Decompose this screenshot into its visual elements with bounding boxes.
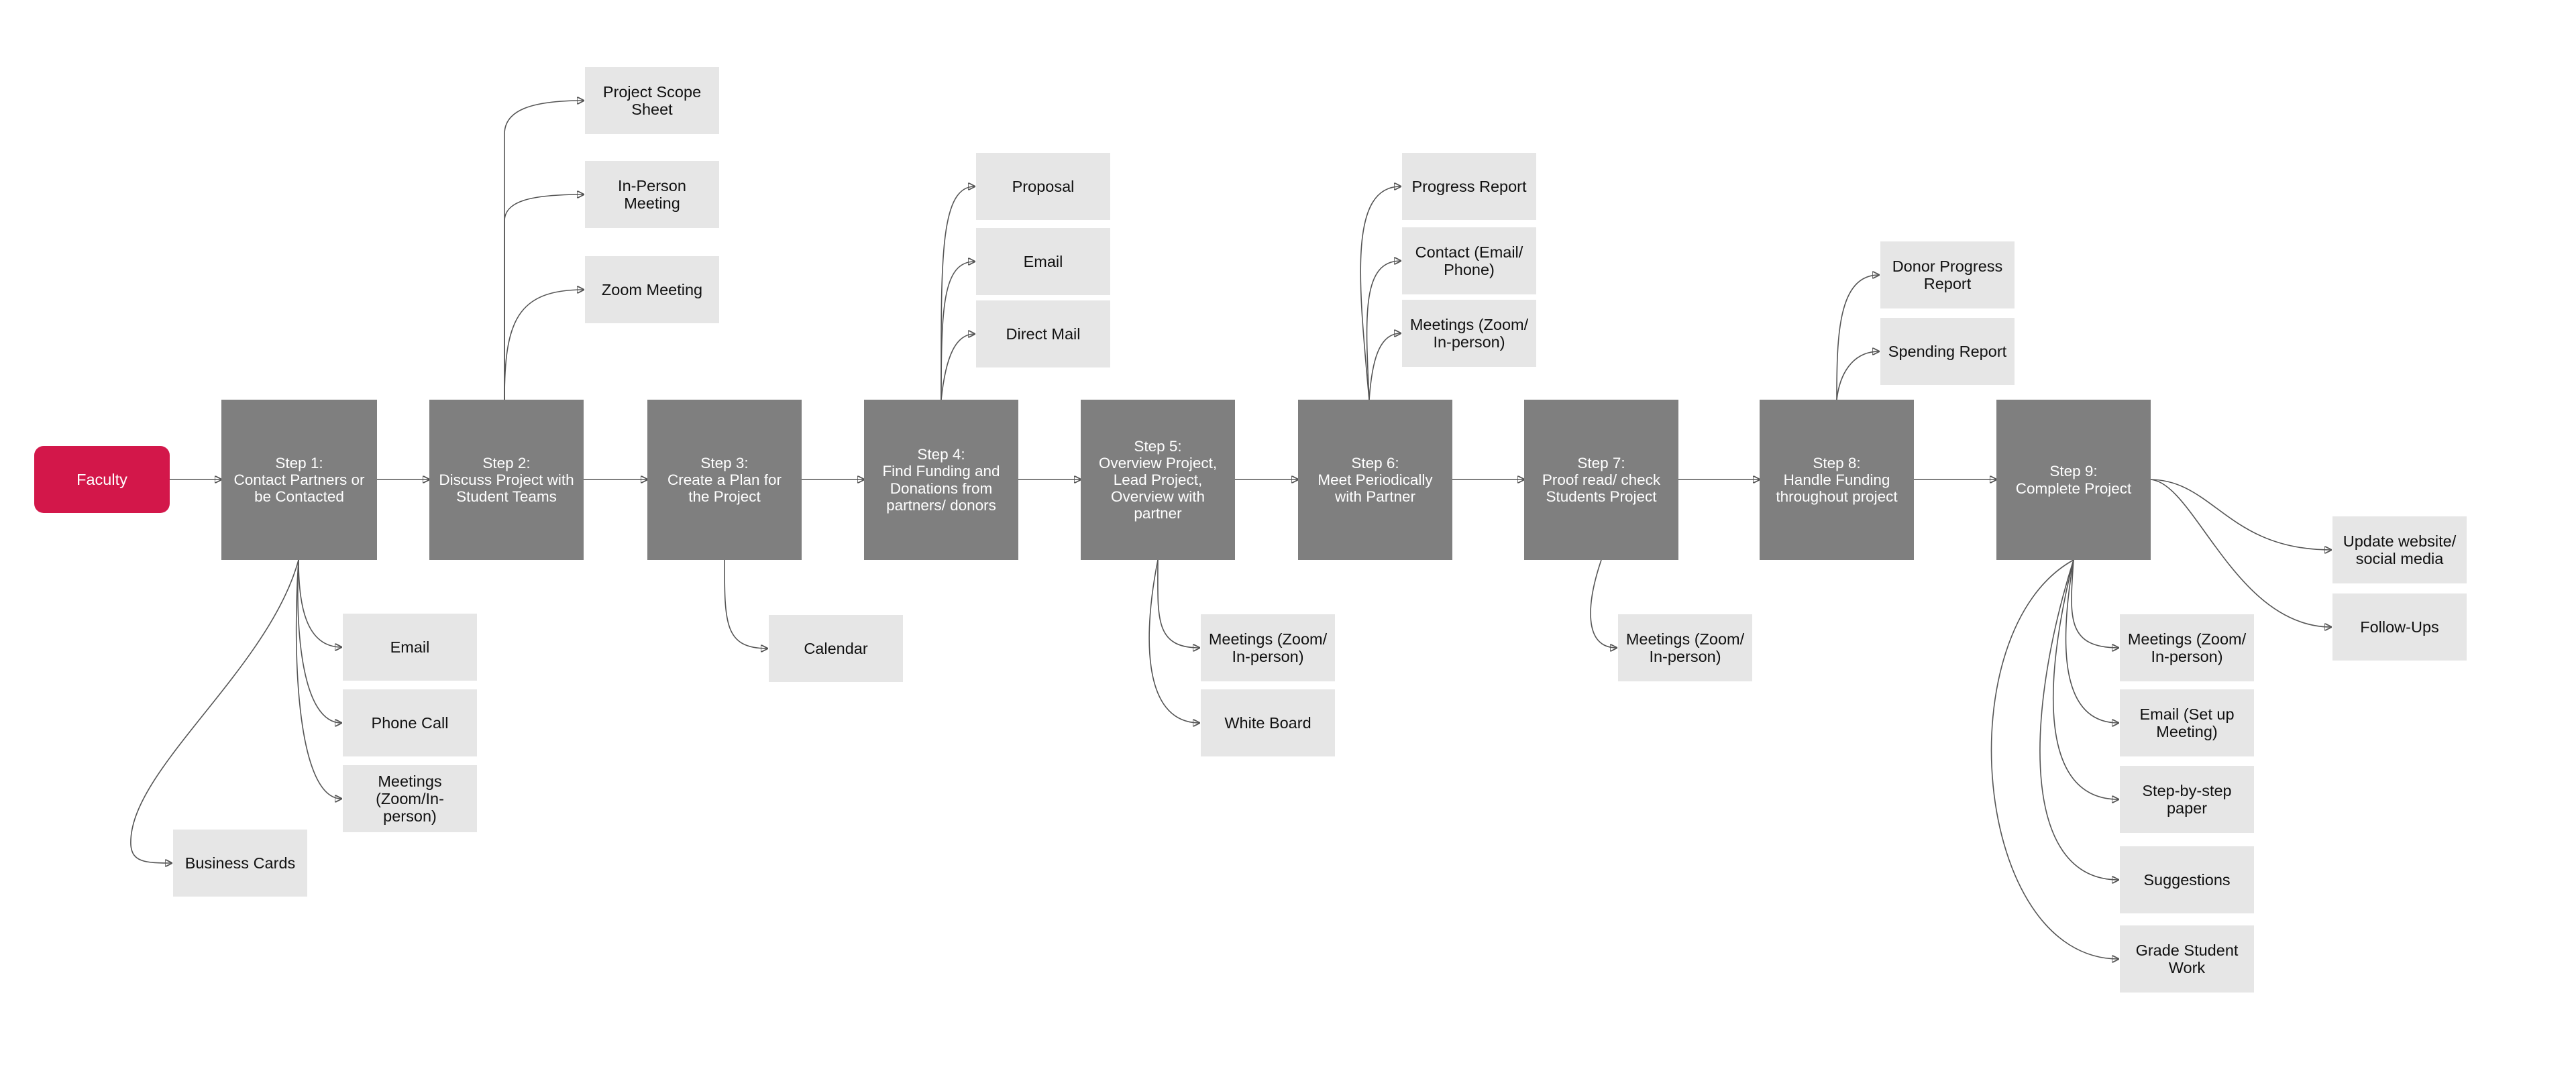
faculty-node[interactable]: Faculty	[34, 446, 170, 513]
connector-step9-suggestions	[2039, 559, 2118, 880]
step2-project-scope-item[interactable]: Project Scope Sheet	[585, 67, 719, 134]
step5-meetings-item[interactable]: Meetings (Zoom/ In-person)	[1201, 614, 1335, 681]
connector-step1-email	[298, 559, 341, 647]
connector-step5-meetings	[1157, 559, 1199, 648]
connector-step8-spending	[1836, 351, 1879, 400]
step3-calendar-item[interactable]: Calendar	[769, 615, 903, 682]
step9-suggestions-item[interactable]: Suggestions	[2120, 846, 2254, 913]
connector-step9-grade	[1990, 559, 2118, 959]
connector-step5-whiteboard	[1148, 559, 1199, 723]
step-2-node[interactable]: Step 2: Discuss Project with Student Tea…	[429, 400, 584, 560]
step4-direct-mail-item[interactable]: Direct Mail	[976, 300, 1110, 367]
connector-step1-business-cards	[130, 559, 299, 863]
step4-email-item[interactable]: Email	[976, 228, 1110, 295]
step9-update-website-item[interactable]: Update website/ social media	[2332, 516, 2467, 583]
connector-step1-meetings	[295, 559, 341, 799]
step-6-node[interactable]: Step 6: Meet Periodically with Partner	[1298, 400, 1452, 560]
step7-meetings-item[interactable]: Meetings (Zoom/ In-person)	[1618, 614, 1752, 681]
connector-step9-email	[2065, 559, 2118, 723]
step1-phone-call-item[interactable]: Phone Call	[343, 689, 477, 756]
step5-white-board-item[interactable]: White Board	[1201, 689, 1335, 756]
step6-contact-item[interactable]: Contact (Email/ Phone)	[1402, 227, 1536, 294]
step4-proposal-item[interactable]: Proposal	[976, 153, 1110, 220]
step9-meetings-item[interactable]: Meetings (Zoom/ In-person)	[2120, 614, 2254, 681]
connector-step8-donor	[1836, 275, 1879, 400]
connector-step3-calendar	[724, 559, 767, 648]
step1-email-item[interactable]: Email	[343, 614, 477, 681]
connector-step9-stepbystep	[2052, 559, 2118, 799]
step8-spending-report-item[interactable]: Spending Report	[1880, 318, 2015, 385]
step6-meetings-item[interactable]: Meetings (Zoom/ In-person)	[1402, 300, 1536, 367]
connector-step7-meetings	[1590, 559, 1617, 648]
step-1-node[interactable]: Step 1: Contact Partners or be Contacted	[221, 400, 377, 560]
connector-step2-scope	[504, 101, 584, 400]
step2-in-person-meeting-item[interactable]: In-Person Meeting	[585, 161, 719, 228]
step-7-node[interactable]: Step 7: Proof read/ check Students Proje…	[1524, 400, 1678, 560]
step9-follow-ups-item[interactable]: Follow-Ups	[2332, 593, 2467, 661]
step-5-node[interactable]: Step 5: Overview Project, Lead Project, …	[1081, 400, 1235, 560]
step9-email-item[interactable]: Email (Set up Meeting)	[2120, 689, 2254, 756]
connector-step6-meetings	[1368, 333, 1401, 400]
connector-step2-zoom	[504, 290, 584, 400]
connector-step1-phone	[297, 559, 341, 723]
connector-step2-inperson	[504, 194, 584, 400]
connector-step4-email	[941, 262, 975, 400]
step-4-node[interactable]: Step 4: Find Funding and Donations from …	[864, 400, 1018, 560]
step-8-node[interactable]: Step 8: Handle Funding throughout projec…	[1760, 400, 1914, 560]
step9-grade-student-work-item[interactable]: Grade Student Work	[2120, 925, 2254, 993]
step-9-node[interactable]: Step 9: Complete Project	[1996, 400, 2151, 560]
step2-zoom-meeting-item[interactable]: Zoom Meeting	[585, 256, 719, 323]
connector-step9-update-website	[2149, 479, 2331, 550]
connector-step6-contact	[1366, 261, 1401, 400]
step6-progress-report-item[interactable]: Progress Report	[1402, 153, 1536, 220]
connector-step4-direct-mail	[941, 334, 975, 400]
step9-step-by-step-item[interactable]: Step-by-step paper	[2120, 766, 2254, 833]
step-3-node[interactable]: Step 3: Create a Plan for the Project	[647, 400, 802, 560]
connector-step6-progress	[1360, 186, 1401, 400]
connector-step9-meetings	[2071, 559, 2118, 648]
step1-business-cards-item[interactable]: Business Cards	[173, 830, 307, 897]
step8-donor-progress-item[interactable]: Donor Progress Report	[1880, 241, 2015, 308]
connector-step9-followups	[2149, 479, 2331, 627]
step1-meetings-item[interactable]: Meetings (Zoom/In-person)	[343, 765, 477, 832]
